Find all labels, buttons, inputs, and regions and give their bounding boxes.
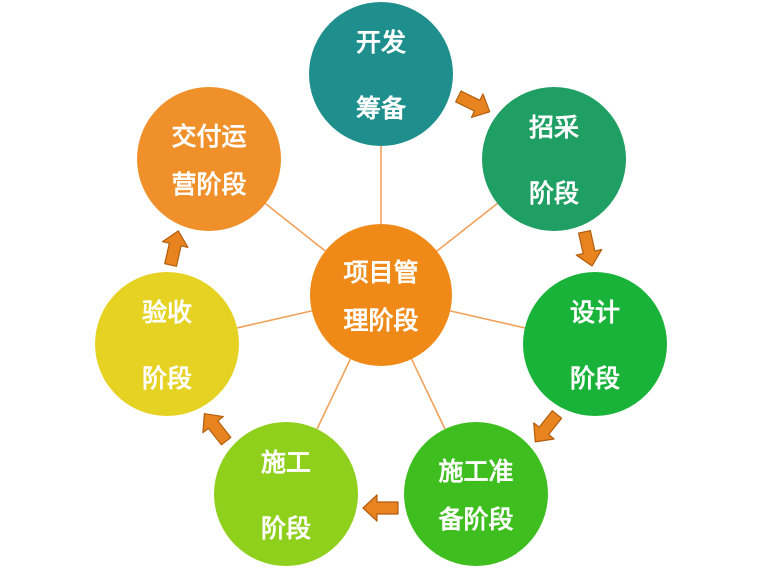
spoke-bid <box>436 202 498 252</box>
node-center: 项目管 理阶段 <box>310 224 452 366</box>
node-bid-line-1: 招采 <box>528 113 579 142</box>
spoke-prep <box>410 358 446 430</box>
spoke-design <box>450 310 525 329</box>
node-dev-line-1: 开发 <box>355 28 406 57</box>
node-bid: 招采 阶段 <box>482 87 626 231</box>
node-prep-line-1: 施工准 <box>438 457 514 486</box>
node-build-line-2: 阶段 <box>260 514 311 543</box>
spoke-deliver <box>264 203 326 252</box>
node-accept-line-2: 阶段 <box>141 364 192 393</box>
flow-arrow-accept-deliver <box>161 230 189 267</box>
flow-arrow-prep-build <box>362 494 399 522</box>
node-accept-line-1: 验收 <box>141 298 192 327</box>
node-deliver: 交付运 营阶段 <box>137 87 281 231</box>
flow-arrow-bid-design <box>575 229 603 267</box>
node-prep: 施工准 备阶段 <box>404 422 548 566</box>
node-prep-line-2: 备阶段 <box>438 505 514 534</box>
node-design-line-2: 阶段 <box>569 364 620 393</box>
node-center-line-2: 理阶段 <box>343 306 419 335</box>
flow-arrow-design-prep <box>533 410 563 443</box>
spoke-accept <box>237 310 312 329</box>
node-dev-line-2: 筹备 <box>355 94 406 123</box>
node-design: 设计 阶段 <box>523 272 667 416</box>
flow-arrow-build-accept <box>202 413 232 446</box>
node-deliver-line-2: 营阶段 <box>171 170 247 199</box>
node-build: 施工 阶段 <box>214 422 358 566</box>
node-build-line-1: 施工 <box>260 448 311 477</box>
node-accept: 验收 阶段 <box>95 272 239 416</box>
node-design-line-1: 设计 <box>569 298 620 327</box>
flow-arrow-dev-bid <box>455 90 491 118</box>
node-bid-line-2: 阶段 <box>528 179 579 208</box>
node-center-line-1: 项目管 <box>343 258 419 287</box>
node-deliver-line-1: 交付运 <box>171 122 247 151</box>
spoke-build <box>316 358 352 430</box>
node-dev: 开发 筹备 <box>309 2 453 146</box>
